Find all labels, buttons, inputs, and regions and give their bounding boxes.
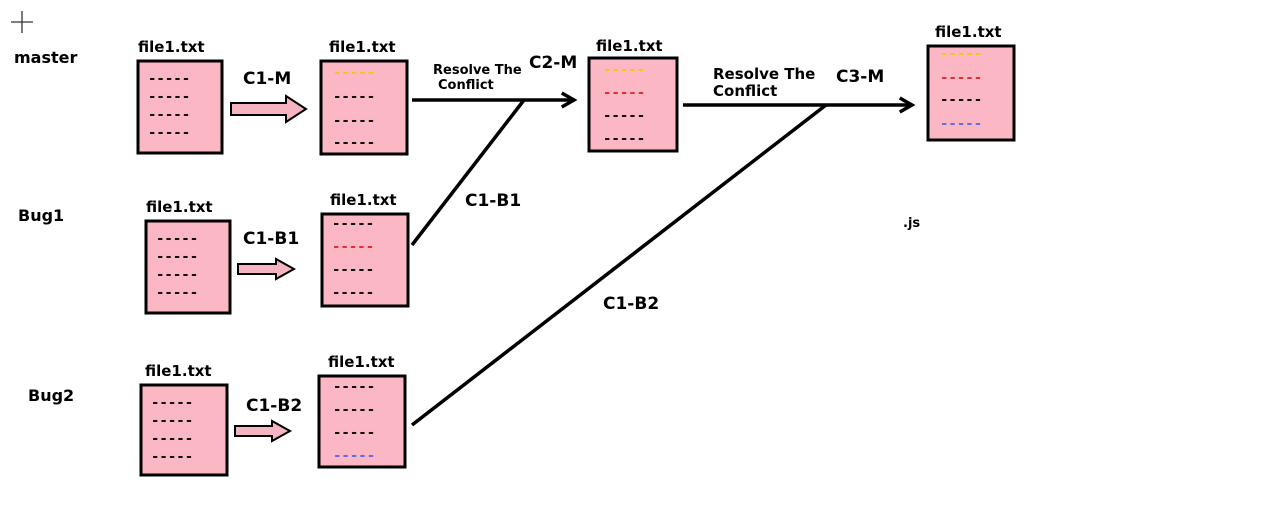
file-bug1-c1: file1.txt ----- ----- ----- ----- bbox=[320, 191, 410, 308]
file-line: ----- bbox=[333, 113, 375, 129]
file-bug2-base: file1.txt ----- ----- ----- ----- bbox=[139, 362, 229, 477]
file-line: ----- bbox=[333, 425, 375, 441]
file-line: ----- bbox=[156, 285, 198, 301]
file-line: ----- bbox=[151, 413, 193, 429]
pink-arrow-bug2 bbox=[234, 419, 293, 443]
file-line: ----- bbox=[151, 449, 193, 465]
edge-label-c1-b2: C1-B2 bbox=[603, 294, 659, 314]
file-line: ----- bbox=[333, 379, 375, 395]
file-name: file1.txt bbox=[329, 38, 396, 56]
file-line: ----- bbox=[333, 402, 375, 418]
file-name: file1.txt bbox=[328, 353, 395, 371]
commit-label-c1-b2: C1-B2 bbox=[246, 396, 302, 416]
file-line: ----- bbox=[940, 70, 982, 86]
resolve-label-2-line2: Conflict bbox=[713, 82, 777, 100]
file-line: ----- bbox=[603, 108, 645, 124]
file-name: file1.txt bbox=[330, 191, 397, 209]
resolve-label-1-line2: Conflict bbox=[438, 78, 494, 93]
branch-label-bug1: Bug1 bbox=[18, 206, 64, 225]
edge-bug1-merge bbox=[410, 98, 526, 247]
file-line: ----- bbox=[156, 231, 198, 247]
file-line: ----- bbox=[156, 267, 198, 283]
file-name: file1.txt bbox=[935, 23, 1002, 41]
resolve-label-2-line1: Resolve The bbox=[713, 65, 815, 83]
file-line: ----- bbox=[332, 239, 374, 255]
file-line: ----- bbox=[148, 125, 190, 141]
file-line: ----- bbox=[603, 85, 645, 101]
file-line: ----- bbox=[603, 62, 645, 78]
edge-bug2-merge bbox=[410, 103, 828, 427]
file-line: ----- bbox=[332, 216, 374, 232]
file-line: ----- bbox=[332, 285, 374, 301]
file-master-c1: file1.txt ----- ----- ----- ----- bbox=[319, 38, 409, 156]
file-line: ----- bbox=[148, 107, 190, 123]
commit-label-c1-m: C1-M bbox=[243, 69, 291, 89]
file-line: ----- bbox=[940, 116, 982, 132]
file-master-c3: file1.txt ----- ----- ----- ----- bbox=[926, 23, 1016, 142]
file-line: ----- bbox=[156, 249, 198, 265]
file-name: file1.txt bbox=[596, 37, 663, 55]
stray-js-label: .js bbox=[903, 216, 920, 231]
file-line: ----- bbox=[148, 89, 190, 105]
resolve-label-1-line1: Resolve The bbox=[433, 63, 522, 78]
file-bug2-c1: file1.txt ----- ----- ----- ----- bbox=[317, 353, 407, 469]
commit-label-c2-m: C2-M bbox=[529, 53, 577, 73]
file-master-base: file1.txt ----- ----- ----- ----- bbox=[136, 38, 224, 155]
pink-arrow-master bbox=[230, 94, 308, 124]
file-line: ----- bbox=[151, 395, 193, 411]
file-line: ----- bbox=[333, 89, 375, 105]
branch-label-bug2: Bug2 bbox=[28, 386, 74, 405]
file-line: ----- bbox=[940, 92, 982, 108]
edge-label-c1-b1: C1-B1 bbox=[465, 191, 521, 211]
file-line: ----- bbox=[333, 135, 375, 151]
pink-arrow-bug1 bbox=[237, 257, 297, 281]
file-name: file1.txt bbox=[145, 362, 212, 380]
file-name: file1.txt bbox=[138, 38, 205, 56]
commit-label-c3-m: C3-M bbox=[836, 67, 884, 87]
file-line: ----- bbox=[332, 262, 374, 278]
file-master-c2: file1.txt ----- ----- ----- ----- bbox=[587, 37, 679, 153]
file-line: ----- bbox=[940, 46, 982, 62]
commit-label-c1-b1: C1-B1 bbox=[243, 229, 299, 249]
file-line: ----- bbox=[603, 131, 645, 147]
file-line: ----- bbox=[333, 448, 375, 464]
crosshair-icon bbox=[11, 11, 33, 33]
branch-label-master: master bbox=[14, 48, 77, 67]
file-line: ----- bbox=[148, 71, 190, 87]
file-line: ----- bbox=[333, 65, 375, 81]
file-bug1-base: file1.txt ----- ----- ----- ----- bbox=[144, 198, 232, 315]
file-line: ----- bbox=[151, 431, 193, 447]
file-name: file1.txt bbox=[146, 198, 213, 216]
